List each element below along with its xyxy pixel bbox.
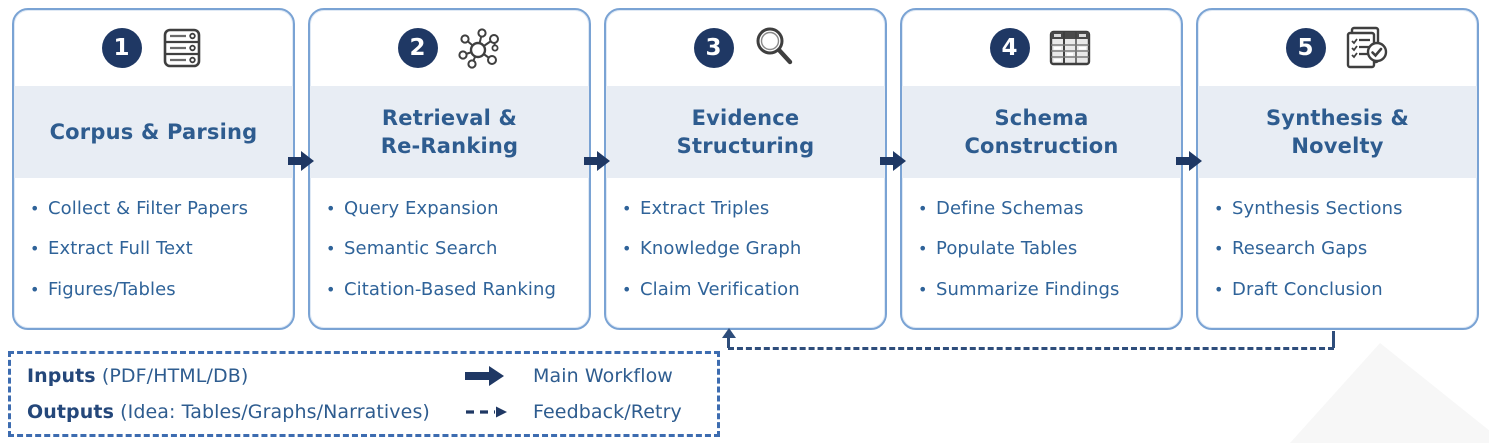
stage-number-badge: 1 xyxy=(101,28,142,68)
stage-title: Synthesis & Novelty xyxy=(1265,105,1410,158)
feedback-line-horizontal xyxy=(728,347,1334,350)
stage-card-corpus-parsing: 1 Corpus & Parsing •Collect & Filter Pa xyxy=(12,8,295,330)
list-item: •Knowledge Graph xyxy=(622,238,802,260)
stage-header: 5 xyxy=(1198,10,1477,86)
stage-number-badge: 5 xyxy=(1285,28,1326,68)
legend-key-feedback xyxy=(465,405,521,419)
list-item: •Claim Verification xyxy=(622,278,800,300)
workflow-stages-row: 1 Corpus & Parsing •Collect & Filter Pa xyxy=(12,8,1479,330)
list-item: •Summarize Findings xyxy=(918,278,1120,300)
list-item: •Research Gaps xyxy=(1214,238,1368,260)
stage-bullet-list: •Extract Triples •Knowledge Graph •Claim… xyxy=(606,178,885,328)
stage-number-badge: 4 xyxy=(989,28,1030,68)
watermark-triangle xyxy=(1290,343,1489,443)
legend-inputs-text: Inputs (PDF/HTML/DB) xyxy=(27,365,465,387)
stage-title-band: Evidence Structuring xyxy=(606,86,885,178)
main-workflow-connector xyxy=(1176,8,1202,330)
stage-header: 2 xyxy=(310,10,589,86)
solid-arrow-icon xyxy=(465,366,504,386)
stage-bullet-list: •Synthesis Sections •Research Gaps •Draf… xyxy=(1198,178,1477,328)
list-item: •Figures/Tables xyxy=(30,278,176,300)
stage-title-band: Retrieval & Re-Ranking xyxy=(310,86,589,178)
list-item: •Synthesis Sections xyxy=(1214,198,1403,219)
list-item: •Define Schemas xyxy=(918,198,1084,219)
document-check-icon xyxy=(1346,26,1387,69)
network-graph-icon xyxy=(457,28,499,69)
legend-outputs-text: Outputs (Idea: Tables/Graphs/Narratives) xyxy=(27,401,465,423)
list-item: •Extract Full Text xyxy=(30,238,193,260)
feedback-line-stub xyxy=(1332,331,1335,348)
legend-outputs-label: Outputs xyxy=(27,401,114,423)
list-item: •Query Expansion xyxy=(326,198,499,219)
stage-title-band: Corpus & Parsing xyxy=(14,86,293,178)
dashed-arrow-icon xyxy=(466,406,507,418)
main-workflow-connector xyxy=(288,8,314,330)
legend-feedback-label: Feedback/Retry xyxy=(533,401,682,423)
list-item: •Citation-Based Ranking xyxy=(326,278,556,300)
stage-number-badge: 3 xyxy=(693,28,734,68)
legend-row-inputs: Inputs (PDF/HTML/DB) Main Workflow xyxy=(27,358,701,394)
main-workflow-arrow-icon xyxy=(880,151,906,171)
magnifier-icon xyxy=(756,27,792,65)
feedback-arrowhead-icon xyxy=(722,328,736,338)
stage-bullet-list: •Define Schemas •Populate Tables •Summar… xyxy=(902,178,1181,328)
stage-title-band: Synthesis & Novelty xyxy=(1198,86,1477,178)
database-icon xyxy=(163,28,200,68)
list-item: •Draft Conclusion xyxy=(1214,278,1383,300)
list-item: •Populate Tables xyxy=(918,238,1078,260)
feedback-line-stem xyxy=(727,337,730,348)
main-workflow-arrow-icon xyxy=(584,151,610,171)
main-workflow-connector xyxy=(584,8,610,330)
stage-number-badge: 2 xyxy=(397,28,438,68)
legend-inputs-label: Inputs xyxy=(27,365,96,387)
stage-title: Retrieval & Re-Ranking xyxy=(380,105,519,158)
legend-key-main-workflow xyxy=(465,365,521,387)
stage-title: Corpus & Parsing xyxy=(49,119,258,144)
stage-card-retrieval-reranking: 2 xyxy=(308,8,591,330)
stage-title: Evidence Structuring xyxy=(676,105,815,158)
main-workflow-arrow-icon xyxy=(1176,151,1202,171)
list-item: •Extract Triples xyxy=(622,198,770,219)
stage-card-evidence-structuring: 3 Evidence Structuring •Extract Triples … xyxy=(604,8,887,330)
stage-title-band: Schema Construction xyxy=(902,86,1181,178)
stage-bullet-list: •Collect & Filter Papers •Extract Full T… xyxy=(14,178,293,328)
legend-outputs-detail: (Idea: Tables/Graphs/Narratives) xyxy=(113,401,430,423)
stage-card-synthesis-novelty: 5 Synthesis & Novelty •Synth xyxy=(1196,8,1479,330)
stage-title: Schema Construction xyxy=(964,105,1119,158)
stage-header: 1 xyxy=(14,10,293,86)
stage-header: 3 xyxy=(606,10,885,86)
legend-main-workflow-label: Main Workflow xyxy=(533,365,673,387)
main-workflow-arrow-icon xyxy=(288,151,314,171)
legend-box: Inputs (PDF/HTML/DB) Main Workflow Outpu… xyxy=(8,351,720,437)
list-item: •Collect & Filter Papers xyxy=(30,198,249,219)
stage-card-schema-construction: 4 Schema Construc xyxy=(900,8,1183,330)
main-workflow-connector xyxy=(880,8,906,330)
list-item: •Semantic Search xyxy=(326,238,498,260)
legend-inputs-detail: (PDF/HTML/DB) xyxy=(95,365,249,387)
stage-bullet-list: •Query Expansion •Semantic Search •Citat… xyxy=(310,178,589,328)
legend-row-outputs: Outputs (Idea: Tables/Graphs/Narratives)… xyxy=(27,394,701,430)
stage-header: 4 xyxy=(902,10,1181,86)
table-icon xyxy=(1049,30,1090,66)
